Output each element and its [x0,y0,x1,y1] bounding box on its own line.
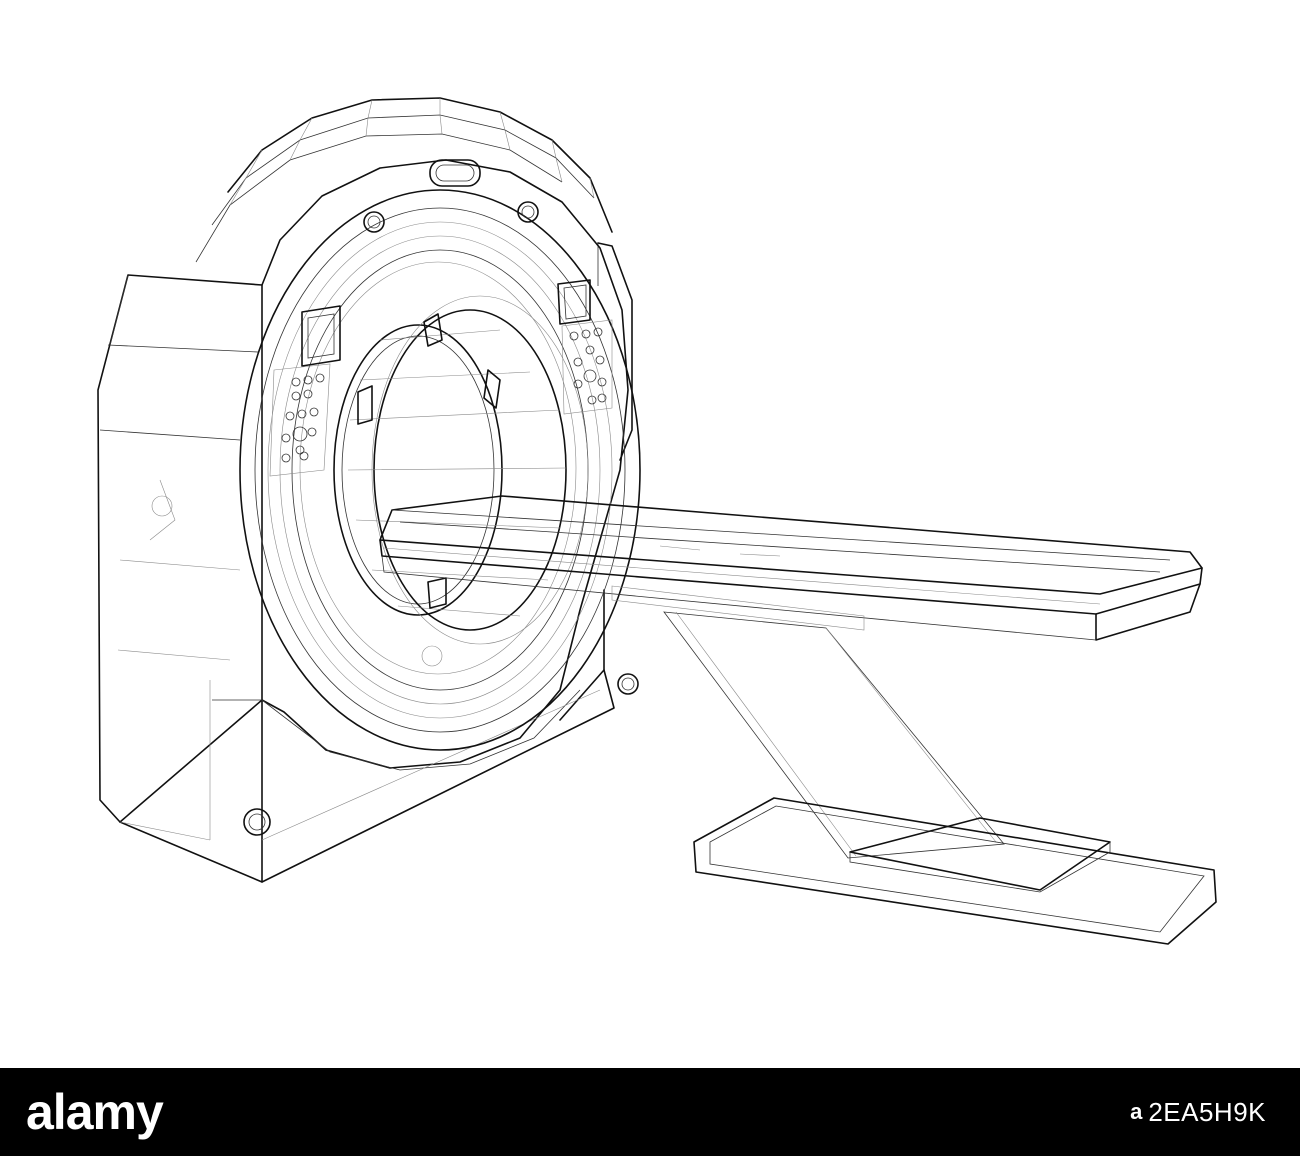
image-id: 2EA5H9K [1148,1096,1266,1127]
table-base [693,797,1217,945]
gantry-left-housing [97,274,263,823]
watermark-footer: alamy a 2EA5H9K [0,1068,1300,1156]
gantry-top-handle [429,159,481,187]
footer-right-group: a 2EA5H9K [1130,1068,1266,1156]
patient-table [379,495,1203,641]
brand-logo: alamy [26,1084,164,1140]
ct-scanner-wireframe-icon [97,97,1217,945]
brand-mark-letter: a [1130,1099,1143,1124]
right-control-panel [557,279,613,415]
table-support-column [663,611,1005,859]
mounting-bolts [151,201,639,836]
ct-scanner-illustration [97,97,1217,945]
gantry-ring [119,97,641,883]
brand-mark-icon: a [1130,1099,1142,1125]
left-control-panel [269,305,341,477]
